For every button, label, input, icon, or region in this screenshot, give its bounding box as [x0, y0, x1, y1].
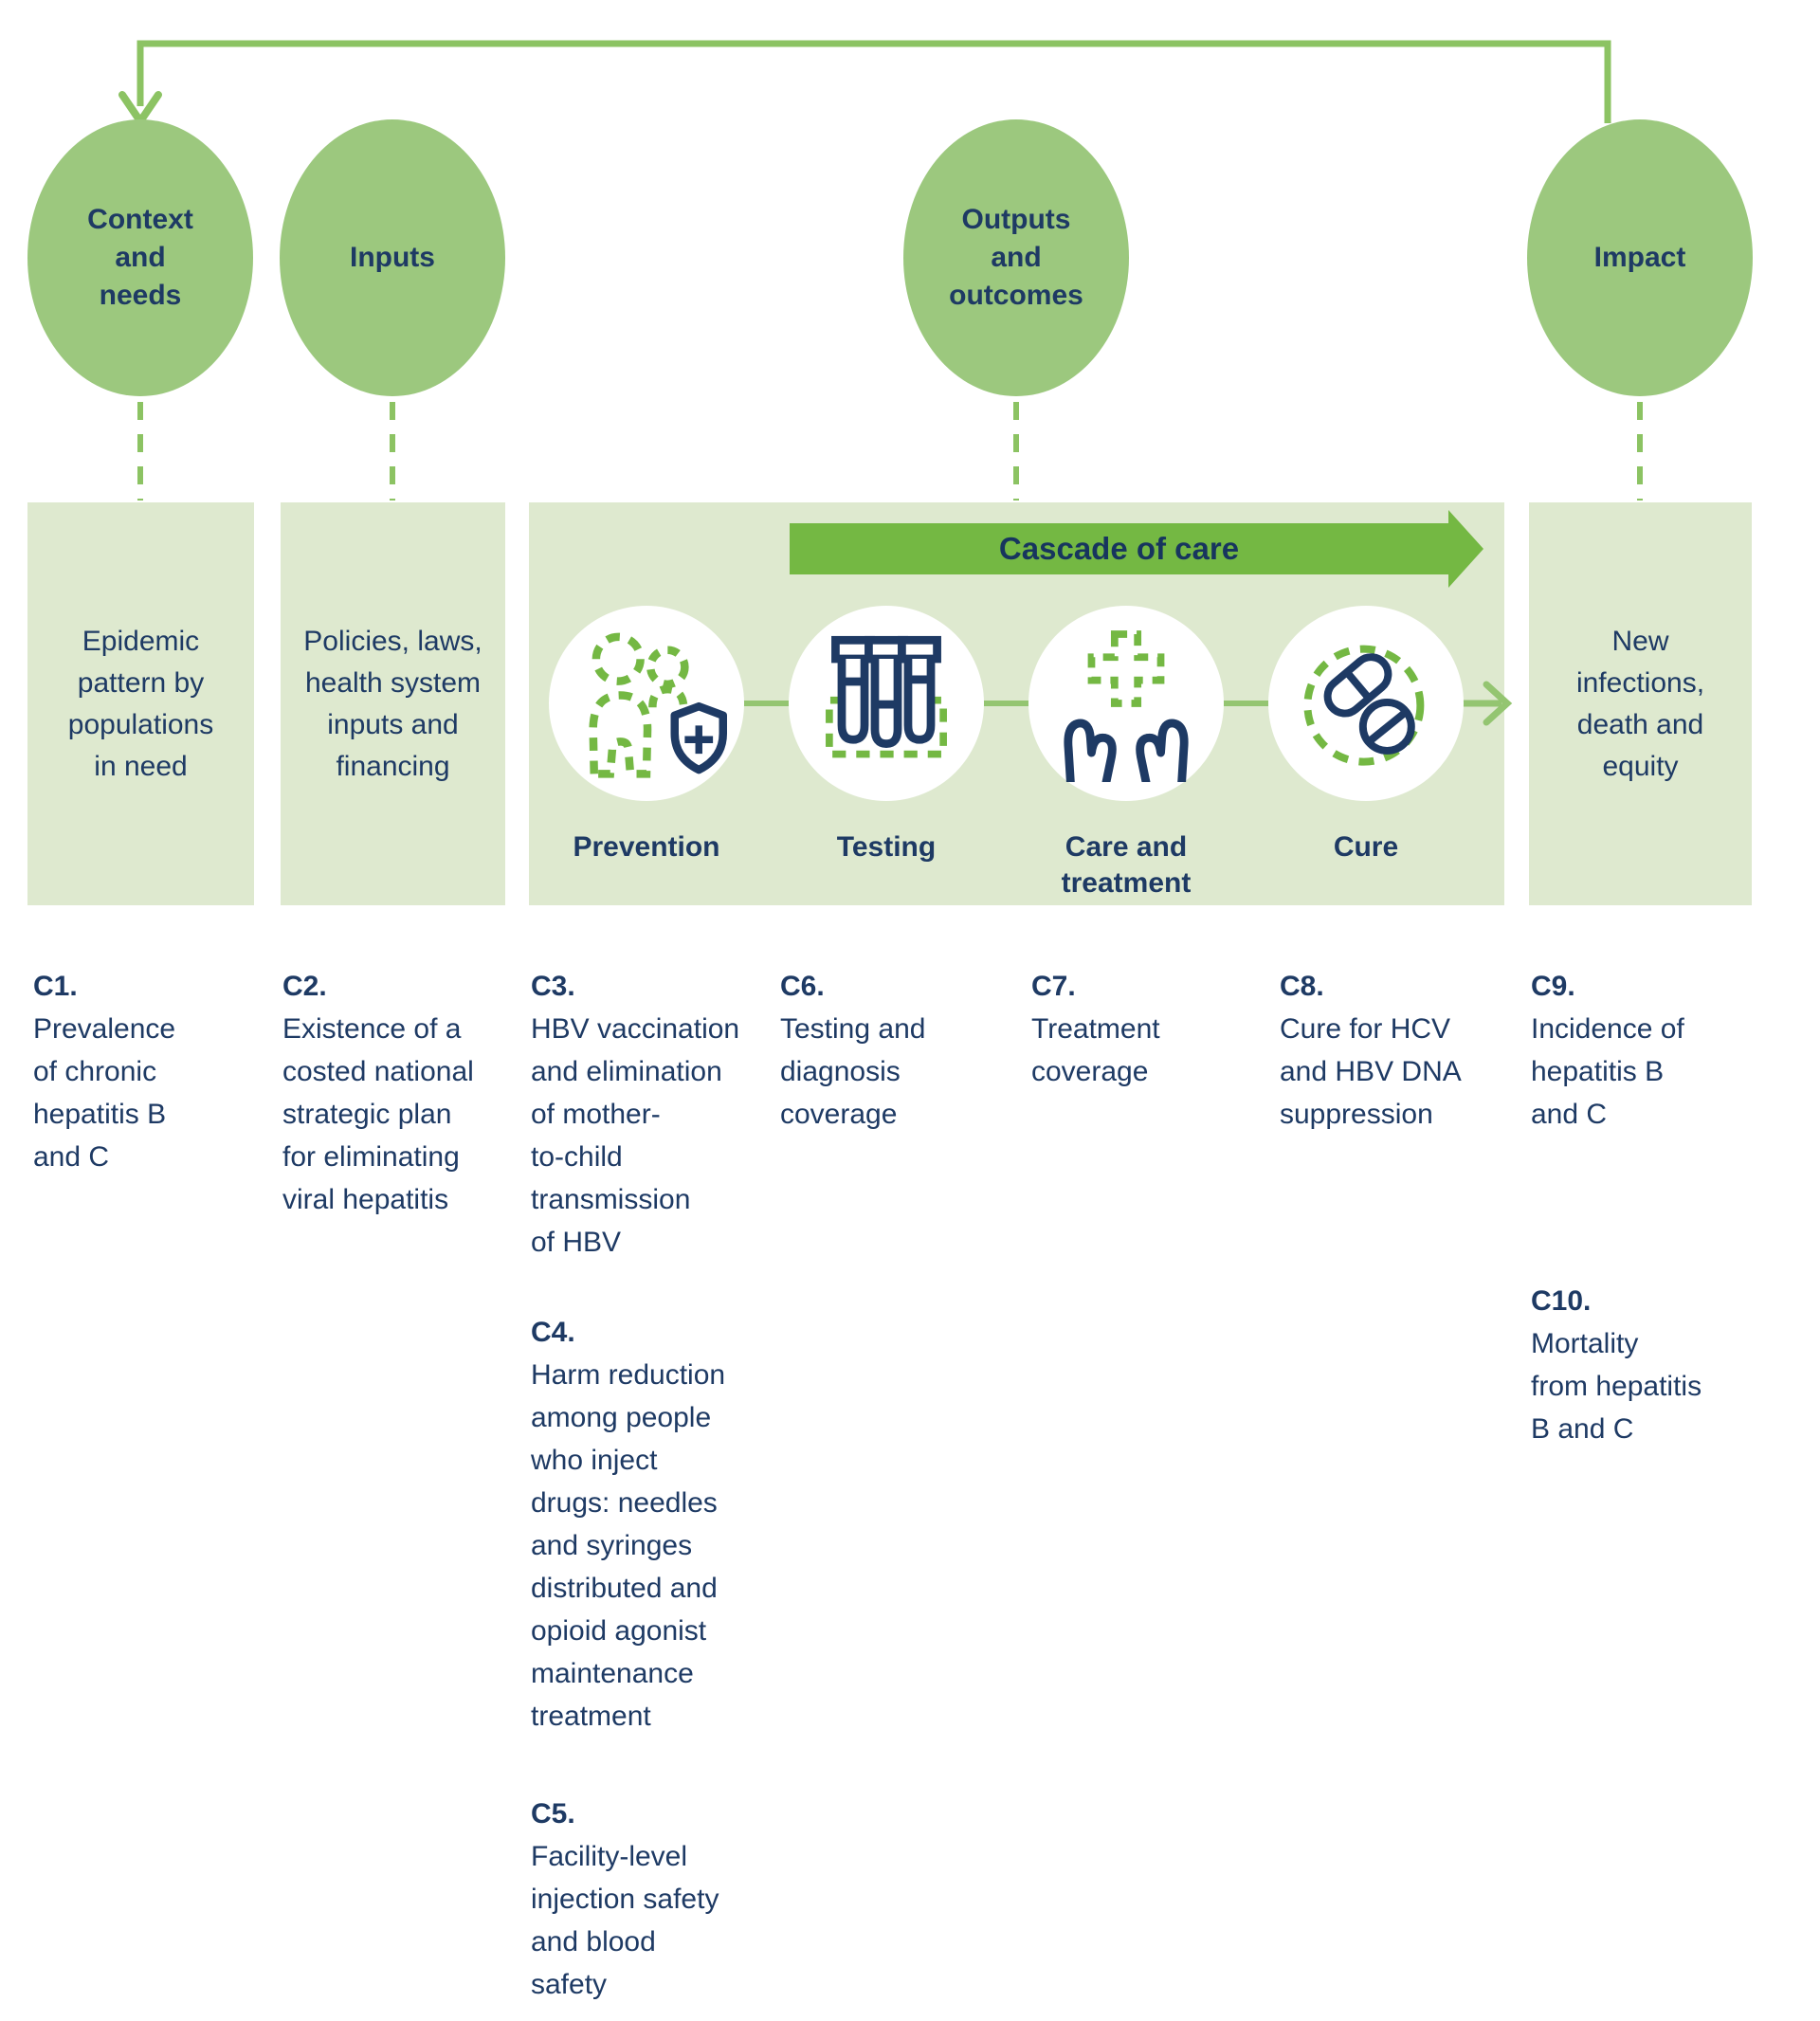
feedback-arrow-and-connectors: [118, 40, 1643, 501]
icon-circle-care-treatment: [1028, 606, 1224, 801]
people-shield-icon: [589, 632, 727, 778]
indicator-id: C5.: [531, 1798, 575, 1830]
box-inputs-text: Policies, laws, health system inputs and…: [303, 625, 482, 782]
indicator-text: Existence of a costed national strategic…: [282, 1013, 474, 1215]
indicator-c4: C4. Harm reduction among people who inje…: [531, 1311, 770, 1738]
indicator-text: Facility-level injection safety and bloo…: [531, 1841, 719, 2000]
indicator-id: C1.: [33, 971, 78, 1002]
indicator-c7: C7. Treatment coverage: [1031, 965, 1270, 1093]
indicator-c9: C9. Incidence of hepatitis B and C: [1531, 965, 1770, 1136]
cascade-banner: Cascade of care: [790, 523, 1448, 574]
step-connector: [984, 701, 1028, 706]
box-context-text: Epidemic pattern by populations in need: [67, 625, 214, 782]
stage-circle-impact: Impact: [1527, 119, 1753, 396]
indicator-text: Harm reduction among people who inject d…: [531, 1359, 726, 1732]
indicator-text: Treatment coverage: [1031, 1013, 1160, 1087]
indicator-text: Mortality from hepatitis B and C: [1531, 1328, 1702, 1445]
indicator-text: Prevalence of chronic hepatitis B and C: [33, 1013, 176, 1173]
step-label-care-treatment: Care and treatment: [1061, 831, 1192, 899]
cascade-banner-label: Cascade of care: [998, 531, 1240, 566]
box-impact-text: New infections, death and equity: [1575, 625, 1705, 782]
step-label-testing: Testing: [836, 831, 937, 863]
indicator-c8: C8. Cure for HCV and HBV DNA suppression: [1280, 965, 1519, 1136]
indicator-c5: C5. Facility-level injection safety and …: [531, 1793, 770, 2006]
indicator-text: Testing and diagnosis coverage: [780, 1013, 926, 1130]
box-cascade-of-care: Cascade of care: [529, 502, 1513, 905]
indicator-id: C3.: [531, 971, 575, 1002]
indicator-id: C9.: [1531, 971, 1575, 1002]
box-impact: New infections, death and equity: [1529, 502, 1752, 905]
icon-circle-cure: [1268, 606, 1464, 801]
icon-circle-prevention: [549, 606, 744, 801]
indicator-text: HBV vaccination and elimination of mothe…: [531, 1013, 740, 1258]
step-connector: [744, 701, 789, 706]
right-arrow-icon: [1458, 681, 1513, 726]
icon-circle-testing: [789, 606, 984, 801]
step-label-prevention: Prevention: [573, 831, 720, 863]
stage-circle-outputs: Outputs and outcomes: [903, 119, 1129, 396]
indicator-id: C10.: [1531, 1285, 1592, 1317]
indicator-text: Cure for HCV and HBV DNA suppression: [1280, 1013, 1462, 1130]
caring-hands-cross-icon: [1064, 630, 1189, 782]
indicator-c3: C3. HBV vaccination and elimination of m…: [531, 965, 770, 1264]
indicator-id: C4.: [531, 1317, 575, 1348]
indicator-c6: C6. Testing and diagnosis coverage: [780, 965, 1019, 1136]
step-connector: [1224, 701, 1268, 706]
indicator-id: C7.: [1031, 971, 1076, 1002]
cascade-banner-arrowhead-icon: [1448, 510, 1483, 588]
stage-circle-context: Context and needs: [27, 119, 253, 396]
test-tubes-icon: [826, 635, 947, 758]
indicator-c1: C1. Prevalence of chronic hepatitis B an…: [33, 965, 272, 1178]
indicator-id: C2.: [282, 971, 327, 1002]
stage-circle-inputs: Inputs: [280, 119, 505, 396]
indicator-c10: C10. Mortality from hepatitis B and C: [1531, 1280, 1770, 1450]
indicator-id: C8.: [1280, 971, 1324, 1002]
step-label-cure: Cure: [1333, 831, 1399, 863]
feedback-loop-line: [136, 40, 1611, 123]
box-context-needs: Epidemic pattern by populations in need: [27, 502, 254, 905]
indicator-c2: C2. Existence of a costed national strat…: [282, 965, 521, 1221]
pills-icon: [1303, 645, 1425, 766]
box-inputs: Policies, laws, health system inputs and…: [281, 502, 505, 905]
indicator-id: C6.: [780, 971, 825, 1002]
indicator-text: Incidence of hepatitis B and C: [1531, 1013, 1684, 1130]
